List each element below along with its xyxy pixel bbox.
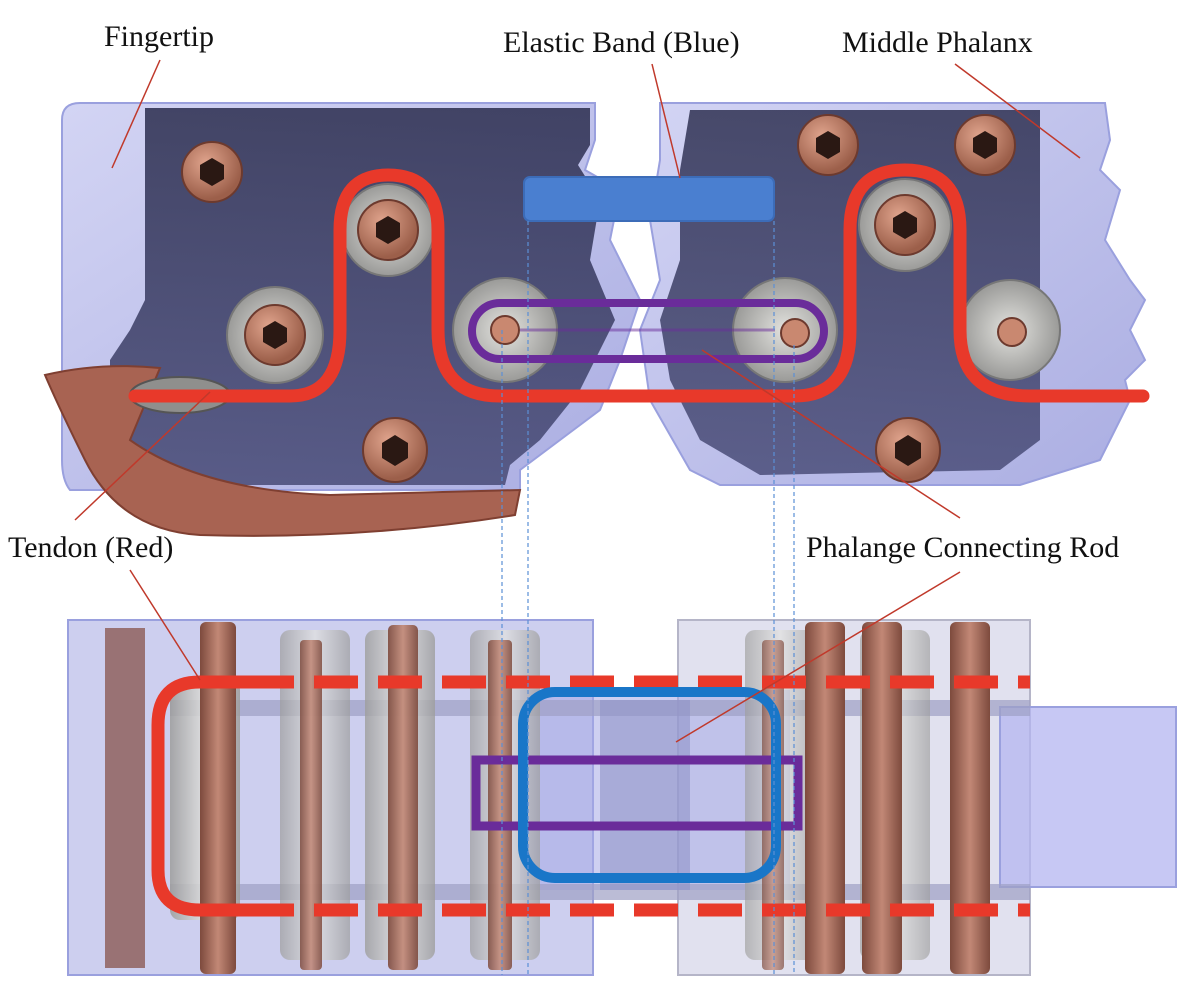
elastic-band-outline — [518, 687, 781, 883]
guide-lines — [501, 221, 795, 975]
rod-pin — [997, 317, 1027, 347]
hex-socket-screw-icon — [357, 199, 419, 261]
connecting-rod-bottom — [471, 755, 803, 831]
bolt — [862, 622, 902, 974]
tendon-loop — [151, 675, 257, 917]
tendon-path — [128, 163, 1150, 403]
connecting-rod — [468, 299, 828, 363]
rod-leader-top — [701, 349, 961, 519]
elastic-band-leader — [651, 63, 681, 179]
bolt — [488, 640, 512, 970]
bolt — [300, 640, 322, 970]
bolt — [805, 622, 845, 974]
tendon-leader-bottom — [129, 569, 201, 681]
hex-socket-screw-icon — [874, 194, 936, 256]
connecting-rod-label: Phalange Connecting Rod — [806, 531, 1120, 564]
hex-socket-screw-icon — [875, 417, 941, 483]
rod-pin — [490, 315, 520, 345]
hex-socket-screw-icon — [244, 304, 306, 366]
rod-pin — [780, 318, 810, 348]
elastic-band — [523, 176, 775, 222]
top-view — [43, 102, 1150, 537]
bolt — [950, 622, 990, 974]
leader-lines — [74, 59, 1081, 743]
elastic-band-label: Elastic Band (Blue) — [503, 26, 740, 59]
pulley-disc — [600, 700, 690, 890]
hex-socket-screw-icon — [797, 114, 859, 176]
middle-phalanx-extension — [999, 706, 1177, 888]
bolt — [200, 622, 236, 974]
hex-socket-screw-icon — [362, 417, 428, 483]
middle-phalanx-label: Middle Phalanx — [842, 26, 1033, 59]
tendon-label: Tendon (Red) — [8, 531, 174, 564]
bottom-view — [67, 619, 1177, 976]
hex-socket-screw-icon — [954, 114, 1016, 176]
fingertip-label: Fingertip — [104, 20, 214, 53]
middle-phalanx-leader — [954, 63, 1081, 159]
fingertip-leader — [111, 59, 161, 169]
hex-socket-screw-icon — [181, 141, 243, 203]
fingertip-endplate — [105, 628, 145, 968]
bolt — [388, 625, 418, 970]
rod-leader-bottom — [675, 571, 961, 743]
tendon-leader-top — [74, 391, 211, 521]
